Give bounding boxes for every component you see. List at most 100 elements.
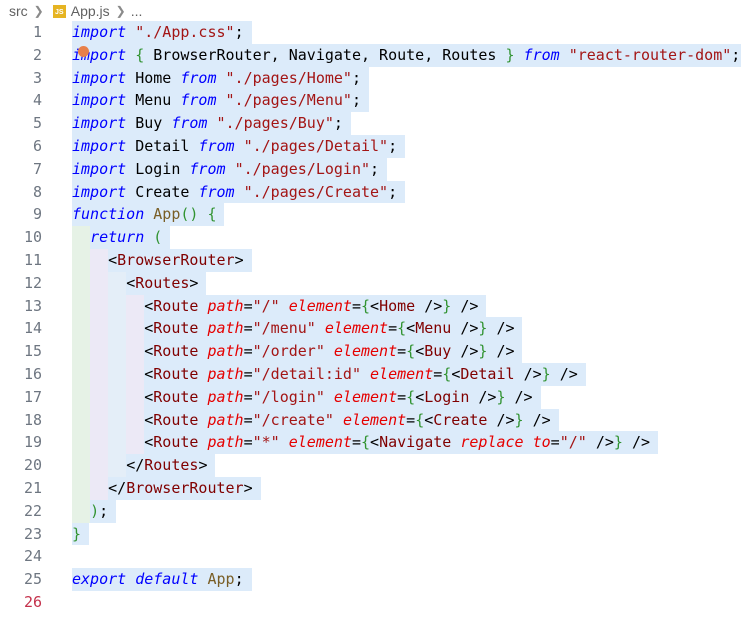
breadcrumb: src ❯ JS App.js ❯ ...	[0, 0, 741, 22]
code-token: element	[324, 319, 389, 338]
code-token	[515, 365, 524, 383]
code-line[interactable]: 13 <Route path="/" element={<Home />} />	[0, 294, 741, 318]
indent-guide	[72, 499, 90, 523]
code-token: Routes	[135, 273, 190, 292]
indent-guide	[108, 317, 126, 341]
breadcrumb-file[interactable]: App.js	[70, 3, 110, 19]
code-token: >	[243, 478, 253, 497]
code-token: {	[207, 205, 217, 224]
indent-guide	[90, 385, 108, 409]
code-token: <	[126, 273, 136, 292]
code-token: from	[198, 182, 235, 201]
code-token	[72, 251, 108, 269]
code-line[interactable]: 23}	[0, 522, 741, 546]
code-token: {	[406, 387, 416, 406]
code-token: {	[442, 364, 452, 383]
code-line[interactable]: 11 <BrowserRouter>	[0, 248, 741, 272]
code-text: <Route path="/login" element={<Login />}…	[72, 386, 532, 409]
code-token: =	[351, 433, 361, 452]
code-line[interactable]: 18 <Route path="/create" element={<Creat…	[0, 408, 741, 432]
code-line[interactable]: 12 <Routes>	[0, 271, 741, 295]
code-token: "./pages/Menu"	[225, 91, 352, 110]
code-line[interactable]: 4 import Menu from "./pages/Menu";	[0, 89, 741, 113]
indent-guide	[108, 408, 126, 432]
code-line[interactable]: 14 <Route path="/menu" element={<Menu />…	[0, 317, 741, 341]
code-token: =	[243, 296, 253, 315]
indent-guide	[126, 385, 144, 409]
code-token: />	[478, 387, 497, 406]
code-token: BrowserRouter	[117, 250, 235, 269]
code-token: {	[397, 319, 407, 338]
code-token: />	[496, 410, 515, 429]
code-token: }	[72, 524, 82, 543]
code-token: {	[415, 410, 425, 429]
code-token: element	[342, 410, 407, 429]
line-number: 21	[23, 478, 42, 497]
selection-highlight	[72, 157, 388, 181]
selection-highlight	[108, 476, 261, 500]
code-token: =	[406, 410, 416, 429]
line-number: 25	[23, 570, 42, 589]
indent-guide	[72, 454, 90, 477]
code-token: Create	[433, 410, 488, 429]
code-token: =	[243, 364, 253, 383]
indent-guide	[90, 294, 108, 318]
selection-highlight	[72, 89, 369, 113]
line-number: 2	[32, 45, 42, 64]
code-token: element	[288, 433, 352, 452]
selection-highlight	[144, 294, 487, 318]
breadcrumb-more[interactable]: ...	[130, 3, 143, 19]
code-token: path	[207, 433, 244, 452]
code-token: =	[243, 410, 253, 429]
indent-guide	[72, 271, 90, 295]
code-line[interactable]: 10 return (	[0, 226, 741, 249]
code-token	[325, 388, 334, 406]
lightbulb-icon[interactable]	[78, 46, 89, 57]
selection-highlight	[144, 408, 559, 432]
code-token: =	[243, 319, 253, 338]
code-token	[361, 365, 370, 383]
code-token: Menu	[415, 319, 452, 338]
code-text: import Create from "./pages/Create";	[72, 181, 397, 204]
line-number: 3	[32, 68, 42, 87]
code-token	[217, 69, 226, 87]
breadcrumb-folder[interactable]: src	[9, 3, 28, 19]
code-line[interactable]: 15 <Route path="/order" element={<Buy />…	[0, 340, 741, 363]
code-text: import Menu from "./pages/Menu";	[72, 89, 361, 112]
code-token: =	[243, 387, 253, 406]
code-token: App	[153, 205, 181, 224]
line-number: 26	[23, 592, 42, 611]
code-token: Login	[424, 387, 470, 406]
code-token: {	[406, 342, 416, 361]
code-token: export	[72, 570, 127, 589]
code-token: import	[72, 114, 127, 133]
code-line[interactable]: 17 <Route path="/login" element={<Login …	[0, 385, 741, 409]
line-number: 4	[32, 91, 42, 110]
code-token: element	[333, 342, 398, 361]
code-token: />	[460, 342, 479, 361]
code-line[interactable]: 16 <Route path="/detail:id" element={<De…	[0, 362, 741, 386]
code-line[interactable]: 21 </BrowserRouter>	[0, 476, 741, 500]
code-token: import	[72, 182, 127, 201]
code-line[interactable]: 20 </Routes>	[0, 454, 741, 477]
code-line[interactable]: 22 );	[0, 499, 741, 523]
code-token: <	[108, 250, 118, 269]
code-token: />	[460, 296, 479, 315]
js-file-icon: JS	[52, 4, 66, 18]
code-token: >	[189, 273, 199, 292]
code-line[interactable]: 24	[0, 545, 741, 568]
code-line[interactable]: 19 <Route path="*" element={<Navigate re…	[0, 431, 741, 455]
code-line[interactable]: 26	[0, 591, 741, 614]
indent-guide	[90, 454, 108, 477]
